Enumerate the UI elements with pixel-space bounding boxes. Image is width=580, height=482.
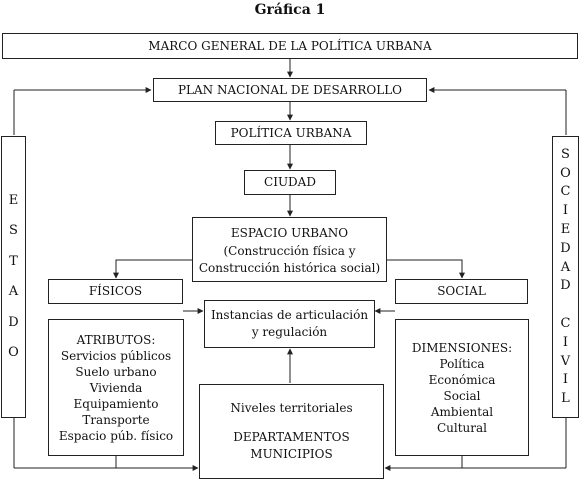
plan-nacional-label: PLAN NACIONAL DE DESARROLLO bbox=[177, 82, 403, 97]
dimensiones-line: Económica bbox=[428, 372, 496, 387]
ciudad-label: CIUDAD bbox=[264, 175, 316, 189]
sociedad-letter: L bbox=[561, 391, 570, 407]
dimensiones-line: Social bbox=[443, 388, 481, 403]
dimensiones-box: DIMENSIONES: Política Económica Social A… bbox=[395, 319, 529, 456]
estado-letter: S bbox=[9, 223, 18, 239]
instancias-box: Instancias de articulación y regulación bbox=[204, 300, 375, 348]
dimensiones-line: DIMENSIONES: bbox=[411, 340, 513, 355]
instancias-line: y regulación bbox=[251, 325, 328, 339]
plan-nacional-box: PLAN NACIONAL DE DESARROLLO bbox=[153, 78, 427, 102]
espacio-urbano-line: (Construcción física y bbox=[223, 243, 356, 258]
sociedad-letter: I bbox=[562, 203, 569, 219]
politica-urbana-label: POLÍTICA URBANA bbox=[230, 125, 352, 140]
atributos-line: Suelo urbano bbox=[75, 364, 157, 379]
estado-letter: A bbox=[8, 284, 19, 300]
sociedad-letter: A bbox=[560, 259, 571, 275]
dimensiones-line: Cultural bbox=[436, 420, 488, 435]
sociedad-letter: D bbox=[560, 240, 571, 256]
social-label: SOCIAL bbox=[437, 284, 486, 298]
fisicos-label: FÍSICOS bbox=[88, 284, 143, 298]
sociedad-letter: C bbox=[560, 184, 571, 200]
sociedad-letter: I bbox=[562, 334, 569, 350]
atributos-line: Servicios públicos bbox=[60, 348, 172, 363]
sociedad-letter: C bbox=[560, 315, 571, 331]
estado-letter: T bbox=[9, 253, 18, 269]
atributos-line: Equipamiento bbox=[73, 396, 159, 411]
sociedad-civil-box: S O C I E D A D C I V I L bbox=[552, 136, 579, 418]
social-box: SOCIAL bbox=[395, 279, 528, 304]
atributos-box: ATRIBUTOS: Servicios públicos Suelo urba… bbox=[48, 319, 184, 456]
fisicos-box: FÍSICOS bbox=[48, 279, 183, 304]
estado-letter: D bbox=[8, 314, 19, 330]
diagram-title: Gráfica 1 bbox=[254, 2, 326, 18]
niveles-line: Niveles territoriales bbox=[230, 401, 353, 415]
dimensiones-line: Política bbox=[439, 356, 485, 371]
atributos-line: Espacio púb. físico bbox=[58, 428, 174, 443]
espacio-urbano-box: ESPACIO URBANO (Construcción física y Co… bbox=[192, 217, 387, 282]
dimensiones-line: Ambiental bbox=[430, 404, 494, 419]
sociedad-letter: D bbox=[560, 278, 571, 294]
instancias-line: Instancias de articulación bbox=[210, 308, 369, 322]
marco-general-label: MARCO GENERAL DE LA POLÍTICA URBANA bbox=[148, 38, 432, 53]
espacio-urbano-line: ESPACIO URBANO bbox=[230, 225, 349, 240]
sociedad-letter: I bbox=[562, 372, 569, 388]
niveles-line: MUNICIPIOS bbox=[250, 447, 333, 461]
ciudad-box: CIUDAD bbox=[244, 170, 336, 195]
niveles-line: DEPARTAMENTOS bbox=[233, 430, 350, 444]
niveles-territoriales-box: Niveles territoriales DEPARTAMENTOS MUNI… bbox=[199, 384, 384, 479]
estado-box: E S T A D O bbox=[1, 136, 26, 418]
estado-letter: O bbox=[8, 345, 19, 361]
sociedad-letter: S bbox=[561, 146, 570, 162]
sociedad-letter: O bbox=[560, 165, 571, 181]
espacio-urbano-line: Construcción histórica social) bbox=[198, 260, 381, 275]
atributos-line: Transporte bbox=[82, 412, 150, 427]
estado-letter: E bbox=[8, 192, 19, 208]
sociedad-letter: V bbox=[560, 353, 571, 369]
marco-general-box: MARCO GENERAL DE LA POLÍTICA URBANA bbox=[2, 33, 578, 59]
atributos-line: Vivienda bbox=[89, 380, 143, 395]
sociedad-letter: E bbox=[560, 221, 571, 237]
atributos-line: ATRIBUTOS: bbox=[76, 332, 156, 347]
politica-urbana-box: POLÍTICA URBANA bbox=[215, 121, 367, 145]
